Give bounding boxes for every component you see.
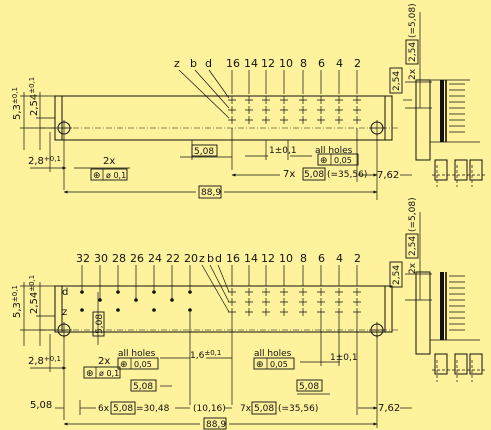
top-hole-count: 2x: [103, 156, 115, 167]
top-pitch-suffix: (=35,56): [327, 170, 367, 180]
top-col-4: 4: [336, 57, 343, 70]
bottom-pitch-right-box: 5,08: [254, 404, 274, 414]
top-col-6: 6: [318, 57, 325, 70]
bottom-col-6: 6: [318, 252, 325, 265]
bottom-right-dim-prefix: 2x: [408, 262, 418, 274]
bottom-col-26: 26: [130, 252, 144, 265]
bottom-pitch-left-prefix: 6x: [98, 404, 110, 414]
bottom-col-28: 28: [112, 252, 126, 265]
top-position-symbol: ⊕: [93, 171, 101, 181]
top-right-dim-prefix: 2x: [408, 68, 418, 80]
top-row-letter-z: z: [174, 57, 180, 70]
bottom-pin-grid: [228, 288, 361, 316]
bottom-row-letter-b: b: [207, 252, 214, 265]
bottom-all-holes-tol-1: 0,05: [134, 360, 152, 369]
bottom-all-holes-symbol-1: ⊕: [120, 360, 128, 370]
bottom-col-16: 16: [226, 252, 240, 265]
bottom-col-14: 14: [244, 252, 258, 265]
top-col-14: 14: [244, 57, 258, 70]
bottom-all-holes-symbol-2: ⊕: [256, 360, 264, 370]
bottom-view: d z 32 30 28 26 24 22 20 z b d 16 14 12 …: [11, 197, 487, 430]
bottom-side-profile: [405, 212, 487, 382]
bottom-side-letter-d: d: [62, 287, 68, 298]
bottom-row-letter-d: d: [215, 252, 222, 265]
bottom-dim-5-08-left: 5,08: [133, 382, 153, 392]
bottom-all-holes-label-1: all holes: [118, 349, 156, 359]
top-right-dim-box: 2,54: [408, 42, 418, 62]
top-all-holes-label: all holes: [315, 146, 353, 156]
bottom-hole-count: 2x: [98, 356, 110, 367]
bottom-pitch-left-box: 5,08: [113, 404, 133, 414]
bottom-dim-1-6: 1,6±0,1: [190, 349, 221, 361]
bottom-right-dim-box: 2,54: [408, 236, 418, 256]
bottom-col-8: 8: [300, 252, 307, 265]
top-dim-5-3: 5,3±0,1: [11, 87, 23, 120]
top-col-8: 8: [300, 57, 307, 70]
bottom-dim-5-08-start: 5,08: [30, 400, 52, 411]
bottom-col-32: 32: [76, 252, 90, 265]
top-hole-tolerance: ø 0,1: [106, 171, 126, 180]
bottom-pitch-right-prefix: 7x: [240, 404, 252, 414]
bottom-dim-2-54: 2,54±0,1: [28, 275, 40, 314]
top-col-2: 2: [354, 57, 361, 70]
bottom-col-22: 22: [166, 252, 180, 265]
top-all-holes-symbol: ⊕: [320, 156, 328, 166]
bottom-pin-dots-left: [80, 290, 192, 312]
top-box-5-08: [191, 144, 218, 157]
bottom-dim-5-08-right: 5,08: [299, 382, 319, 392]
top-col-12: 12: [261, 57, 275, 70]
bottom-dim-5-08-vertical: 5,08: [95, 314, 105, 334]
bottom-col-4: 4: [336, 252, 343, 265]
bottom-dim-1-tol: 1±0,1: [330, 353, 358, 363]
bottom-connector-body: [54, 285, 393, 333]
bottom-all-holes-tol-2: 0,05: [270, 360, 288, 369]
bottom-side-letter-z: z: [62, 307, 67, 318]
bottom-hole-tolerance: ø 0,1: [99, 369, 119, 378]
top-right-dim-2-54: 2,54: [392, 71, 402, 91]
bottom-pitch-left-suffix: =30,48: [136, 404, 170, 414]
top-dim-7-62: 7,62: [377, 170, 399, 181]
top-row-letter-b: b: [190, 57, 197, 70]
bottom-position-symbol: ⊕: [86, 369, 94, 379]
bottom-row-letter-z: z: [199, 252, 205, 265]
top-connector-body: [54, 95, 393, 141]
bottom-dim-7-62: 7,62: [378, 403, 400, 414]
bottom-right-dim-suffix: (=5,08): [408, 197, 418, 232]
bottom-dim-10-16: (10,16): [193, 404, 226, 414]
bottom-pitch-right-suffix: (=35,56): [278, 404, 318, 414]
bottom-dim-88-9: 88,9: [206, 420, 226, 430]
bottom-col-10: 10: [279, 252, 293, 265]
top-right-dim-suffix: (=5,08): [408, 3, 418, 38]
top-pin-grid: [228, 96, 361, 124]
top-dim-5-08: 5,08: [194, 147, 214, 157]
bottom-all-holes-label-2: all holes: [254, 349, 292, 359]
top-dim-2-8: 2,8+0,1: [28, 155, 61, 167]
bottom-right-dim-2-54: 2,54: [392, 265, 402, 285]
top-dim-1-tol: 1±0,1: [269, 146, 297, 156]
top-view: z b d 16 14 12 10 8 6 4 2: [11, 3, 487, 200]
top-col-10: 10: [279, 57, 293, 70]
top-pitch: 7x: [283, 169, 295, 180]
bottom-col-20: 20: [184, 252, 198, 265]
top-pitch-box: 5,08: [304, 170, 324, 180]
bottom-col-30: 30: [94, 252, 108, 265]
top-col-16: 16: [226, 57, 240, 70]
bottom-dim-5-3: 5,3±0,1: [11, 285, 23, 318]
top-side-profile: [403, 12, 487, 187]
bottom-col-12: 12: [261, 252, 275, 265]
top-dim-2-54: 2,54±0,1: [28, 77, 40, 116]
top-row-letter-d: d: [205, 57, 212, 70]
top-dim-88-9: 88,9: [201, 188, 221, 198]
bottom-col-24: 24: [148, 252, 162, 265]
bottom-dim-2-8: 2,8+0,1: [28, 355, 61, 367]
bottom-col-2: 2: [354, 252, 361, 265]
top-all-holes-tol: 0,05: [334, 156, 352, 165]
